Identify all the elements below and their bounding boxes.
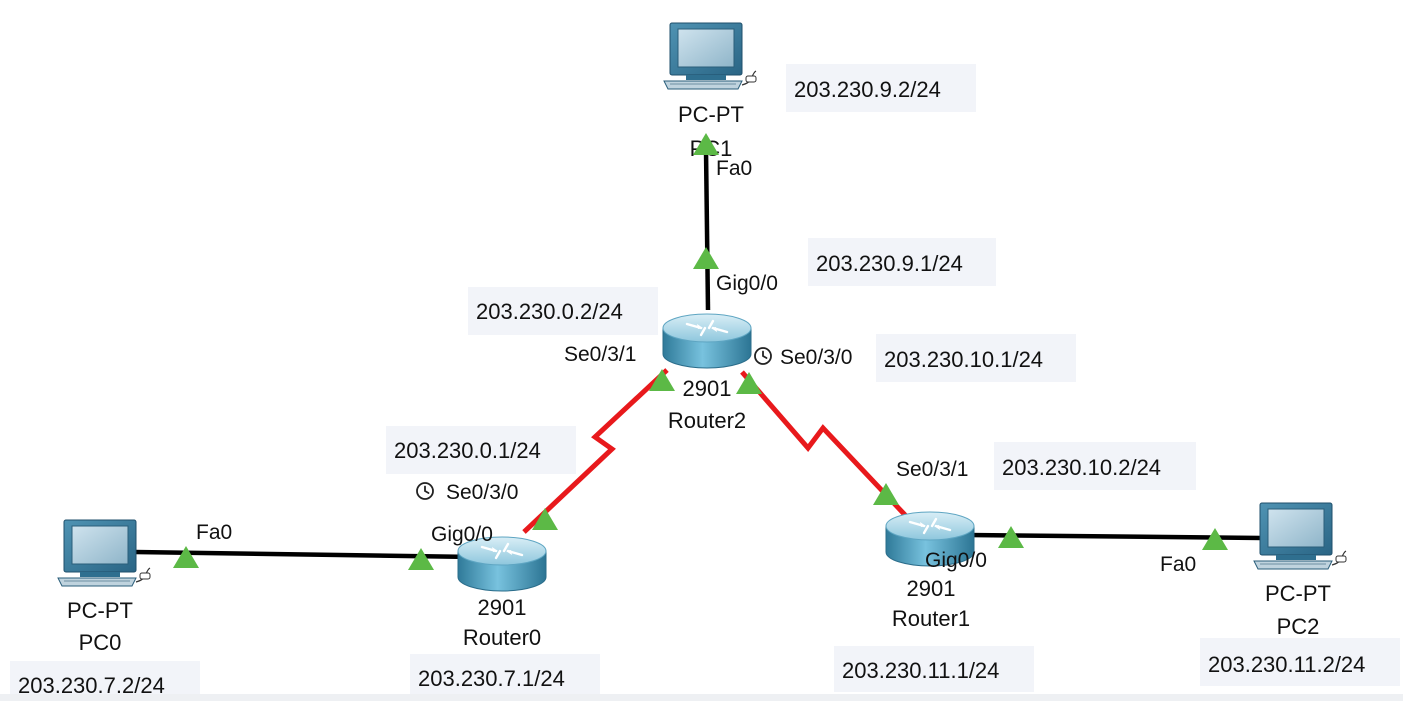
pc0-type-label: PC-PT [67,598,133,623]
link-pc1-router2[interactable] [703,149,711,311]
pc2-ip-label: 203.230.11.2/24 [1208,652,1365,677]
router1-gig-ip-label: 203.230.11.1/24 [842,658,999,683]
ip-note[interactable]: 203.230.0.1/24 [386,426,576,474]
router2-gig-port-label: Gig0/0 [716,272,778,295]
serial-link-router2-router0[interactable] [522,368,669,534]
router1-device[interactable]: 2901 Router1 [884,510,976,631]
pc-icon[interactable] [663,22,757,90]
router1-model-label: 2901 [907,576,956,601]
router2-serial0-port-label: Se0/3/0 [780,346,852,369]
pc0-name-label: PC0 [79,630,122,655]
router2-name-label: Router2 [668,408,746,433]
pc1-device[interactable]: PC-PT PC1 [663,22,757,161]
router2-device[interactable]: 2901 Router2 [661,312,753,433]
pc2-type-label: PC-PT [1265,581,1331,606]
ip-note[interactable]: 203.230.7.1/24 [410,654,600,700]
port-labels: Fa0 Gig0/0 Se0/3/1 Se0/3/0 Se0/3/0 Gig0/… [196,157,1196,576]
pc2-device[interactable]: PC-PT PC2 [1253,502,1347,639]
router-icon[interactable] [661,312,753,370]
router0-gig-port-label: Gig0/0 [431,523,493,546]
router1-gig-port-label: Gig0/0 [925,549,987,572]
ip-note[interactable]: 203.230.10.2/24 [994,442,1196,490]
router0-device[interactable]: 2901 Router0 [456,535,548,650]
pc0-device[interactable]: PC-PT PC0 [57,519,151,655]
router2-model-label: 2901 [683,376,732,401]
pc0-port-label: Fa0 [196,521,232,544]
router2-serial0-ip-label: 203.230.10.1/24 [884,347,1043,372]
pc-icon[interactable] [1253,502,1347,570]
ip-note[interactable]: 203.230.11.2/24 [1200,638,1400,686]
clock-icon [416,482,434,500]
pc0-ip-label: 203.230.7.2/24 [18,673,165,698]
ip-note[interactable]: 203.230.10.1/24 [876,334,1076,382]
pc1-type-label: PC-PT [678,102,744,127]
pc-icon[interactable] [57,519,151,587]
router1-name-label: Router1 [892,606,970,631]
router2-gig-ip-label: 203.230.9.1/24 [816,251,963,276]
ip-note[interactable]: 203.230.11.1/24 [834,646,1034,692]
ip-note[interactable]: 203.230.0.2/24 [468,287,658,335]
ip-notes: 203.230.9.2/24 203.230.9.1/24 203.230.0.… [10,64,1400,701]
router2-serial1-ip-label: 203.230.0.2/24 [476,299,623,324]
router0-serial-port-label: Se0/3/0 [446,481,518,504]
pc2-name-label: PC2 [1277,614,1320,639]
router1-serial-ip-label: 203.230.10.2/24 [1002,455,1161,480]
clock-icon [754,347,772,365]
router2-serial1-port-label: Se0/3/1 [564,343,636,366]
link-up-indicator [693,247,719,269]
router0-gig-ip-label: 203.230.7.1/24 [418,666,565,691]
pc2-port-label: Fa0 [1160,553,1196,576]
router0-name-label: Router0 [463,625,541,650]
router0-serial-ip-label: 203.230.0.1/24 [394,438,541,463]
router0-model-label: 2901 [478,595,527,620]
router1-serial-port-label: Se0/3/1 [896,458,968,481]
link-up-indicator [736,372,762,394]
ip-note[interactable]: 203.230.9.2/24 [786,64,976,112]
ip-note[interactable]: 203.230.9.1/24 [808,238,996,286]
serial-link-router2-router1[interactable] [740,370,908,518]
workspace-bottom-edge [0,694,1403,701]
pc1-port-label: Fa0 [716,157,752,180]
link-up-indicator [173,546,199,568]
link-up-indicator [408,548,434,570]
pc1-ip-label: 203.230.9.2/24 [794,77,941,102]
